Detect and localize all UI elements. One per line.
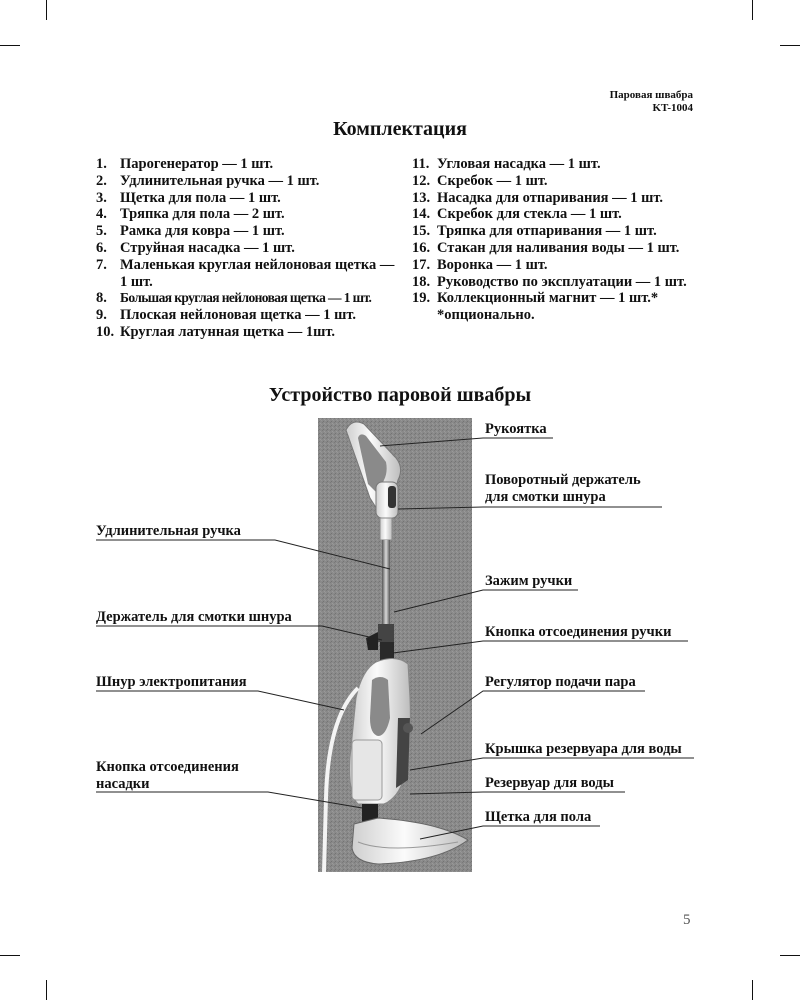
header-model: KT-1004 — [652, 102, 693, 114]
label-extension-handle: Удлинительная ручка — [96, 523, 241, 539]
label-nozzle-release-1: Кнопка отсоединения — [96, 759, 239, 775]
crop-mark — [752, 980, 753, 1000]
kit-list-left: 1.Парогенератор — 1 шт. 2.Удлинительная … — [96, 156, 406, 341]
list-item: 14.Скребок для стекла — 1 шт. — [412, 206, 622, 223]
crop-mark — [0, 45, 20, 46]
list-item: 1.Парогенератор — 1 шт. — [96, 156, 274, 172]
crop-mark — [0, 955, 20, 956]
running-header: Паровая швабра KT-1004 — [610, 89, 693, 115]
list-item: 18.Руководство по эксплуатации — 1 шт. — [412, 273, 687, 290]
list-item: 9.Плоская нейлоновая щетка — 1 шт. — [96, 307, 356, 324]
label-nozzle-release-2: насадки — [96, 776, 150, 792]
label-steam-regulator: Регулятор подачи пара — [485, 674, 636, 690]
label-handle: Рукоятка — [485, 421, 547, 437]
list-item: 5.Рамка для ковра — 1 шт. — [96, 223, 285, 240]
list-item: 10.Круглая латунная щетка — 1шт. — [96, 323, 336, 340]
list-item: 19.Коллекционный магнит — 1 шт.**опциона… — [412, 290, 659, 324]
label-power-cord: Шнур электропитания — [96, 674, 247, 690]
list-item: 13.Насадка для отпаривания — 1 шт. — [412, 189, 664, 206]
label-rotating-cord-holder-2: для смотки шнура — [485, 489, 606, 505]
label-floor-brush: Щетка для пола — [485, 809, 592, 825]
label-tank-cap: Крышка резервуара для воды — [485, 741, 682, 757]
list-item: 3.Щетка для пола — 1 шт. — [96, 189, 281, 206]
label-water-tank: Резервуар для воды — [485, 775, 614, 791]
crop-mark — [780, 955, 800, 956]
kit-title: Комплектация — [333, 118, 467, 140]
kit-list-right: 11.Угловая насадка — 1 шт. 12.Скребок — … — [412, 156, 732, 324]
label-handle-release-button: Кнопка отсоединения ручки — [485, 624, 672, 640]
steam-mop-photo — [318, 418, 472, 873]
list-item: 16.Стакан для наливания воды — 1 шт. — [412, 239, 680, 256]
crop-mark — [752, 0, 753, 20]
list-item: 8.Большая круглая нейлоновая щетка — 1 ш… — [96, 290, 372, 307]
device-title: Устройство паровой швабры — [268, 384, 532, 406]
crop-mark — [780, 45, 800, 46]
crop-mark — [46, 980, 47, 1000]
list-item: 12.Скребок — 1 шт. — [412, 172, 548, 189]
label-cord-holder: Держатель для смотки шнура — [96, 609, 292, 625]
label-handle-clamp: Зажим ручки — [485, 573, 573, 589]
list-item: 11.Угловая насадка — 1 шт. — [412, 156, 601, 172]
list-item: 4.Тряпка для пола — 2 шт. — [96, 206, 285, 223]
label-rotating-cord-holder-1: Поворотный держатель — [485, 472, 641, 488]
list-item: 7.Маленькая круглая нейлоновая щетка —1 … — [96, 256, 395, 290]
list-item: 2.Удлинительная ручка — 1 шт. — [96, 172, 320, 189]
list-item: 17.Воронка — 1 шт. — [412, 256, 548, 273]
header-product: Паровая швабра — [609, 89, 693, 101]
crop-mark — [46, 0, 47, 20]
page-number: 5 — [683, 912, 691, 928]
list-item: 6.Струйная насадка — 1 шт. — [96, 239, 295, 256]
list-item: 15.Тряпка для отпаривания — 1 шт. — [412, 223, 657, 240]
